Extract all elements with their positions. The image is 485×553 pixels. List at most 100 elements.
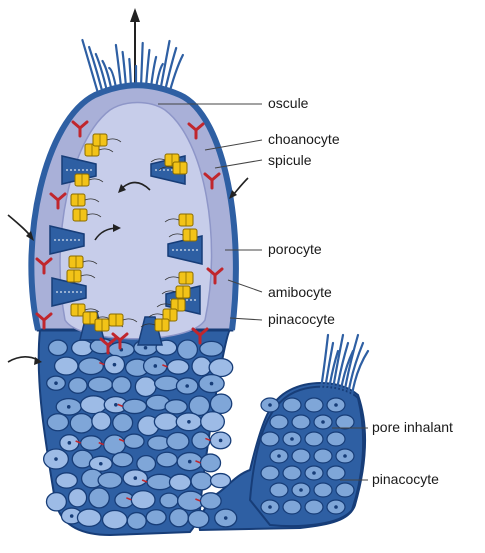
pinacocyte-cell [137,456,156,472]
label-choanocyte: choanocyte [268,131,340,147]
cell-nucleus [210,382,214,386]
pinacocyte-cell [211,474,231,488]
pinacocyte-cell [70,414,92,433]
pinacocyte-cell [131,491,155,509]
pinacocyte-cell [135,377,156,397]
pinacocyte-cell [69,488,87,506]
bud-cell [292,415,310,429]
bud-cell-nucleus [334,505,338,509]
pinacocyte-cell [46,493,66,511]
pinacocyte-cell [155,376,180,390]
cell-nucleus [68,441,72,445]
cell-nucleus [187,420,191,424]
bud-cell [283,466,301,480]
bud-cell-nucleus [312,471,316,475]
pinacocyte-cell [210,394,231,413]
cell-nucleus [54,457,58,461]
cell-nucleus [224,516,228,520]
pinacocyte-cell [154,413,178,431]
pinacocyte-cell [192,357,211,376]
cell-nucleus [185,384,189,388]
pinacocyte-cell [88,377,112,392]
pinacocyte-cell [92,412,111,430]
label-spicule: spicule [268,152,312,168]
bud-cell [336,483,354,497]
label-amibocyte: amibocyte [268,284,332,300]
bud-cell [270,483,288,497]
pinacocyte-cell [103,511,128,529]
pinacocyte-cell [169,474,190,490]
bud-cell-nucleus [334,403,338,407]
bud-cell [305,398,323,412]
bud-cell [314,483,332,497]
pinacocyte-cell [47,414,68,431]
cell-nucleus [99,462,103,466]
pinacocyte-cell [112,377,131,394]
label-pinacocyte-lower: pinacocyte [372,471,439,487]
pinacocyte-cell [124,434,144,448]
cell-nucleus [133,476,137,480]
pinacocyte-cell [56,473,77,488]
pinacocyte-cell [127,513,146,530]
label-pore-inhalant: pore inhalant [372,419,453,435]
pinacocyte-cell [188,510,209,527]
pinacocyte-cell [79,358,104,375]
bud-cell-nucleus [299,488,303,492]
bud-cell [305,500,323,514]
pinacocyte-cell [112,452,133,466]
bud-cell-nucleus [268,403,272,407]
pinacocyte-cell [123,399,147,413]
pinacocyte-cell [201,412,225,432]
bud-strand [352,351,368,395]
label-porocyte: porocyte [268,241,322,257]
pinacocyte-cell [146,510,166,525]
bud-cell-nucleus [277,454,281,458]
pinacocyte-cell [160,493,178,508]
cell-nucleus [113,363,117,367]
bud-cell [283,500,301,514]
pinacocyte-cell [167,433,189,450]
label-pinacocyte-upper: pinacocyte [268,311,335,327]
pinacocyte-cell [113,414,133,432]
pinacocyte-cell [178,340,198,359]
bud-cell-nucleus [290,437,294,441]
pinacocyte-cell [157,452,178,467]
cell-nucleus [144,346,148,350]
pinacocyte-cell [209,359,233,377]
pinacocyte-cell [81,436,102,451]
pinacocyte-cell [72,340,93,356]
pinacocyte-cell [170,509,189,527]
bud-cell-nucleus [321,420,325,424]
bud-cell [283,398,301,412]
cell-nucleus [67,405,71,409]
cell-nucleus [219,439,223,443]
bud-cell [292,449,310,463]
pinacocyte-cell [200,454,220,472]
bud-cell [327,466,345,480]
pinacocyte-cell [165,400,187,414]
bud-cell-nucleus [268,505,272,509]
bud-cell-nucleus [343,454,347,458]
bud-cell [270,415,288,429]
pinacocyte-cell [167,360,189,375]
pinacocyte-cell [192,432,210,449]
pinacocyte-cell [98,472,122,488]
pinacocyte-cell [69,378,87,394]
pinacocyte-cell [48,340,67,355]
pinacocyte-cell [200,493,221,509]
pinacocyte-cell [81,396,107,414]
pinacocyte-cell [147,474,172,489]
bud-cell [336,415,354,429]
pinacocyte-cell [191,472,212,490]
cell-nucleus [54,381,58,385]
bud-cell [305,432,323,446]
pinacocyte-cell [55,357,78,375]
pinacocyte-cell [77,509,101,526]
cell-nucleus [70,514,74,518]
pinacocyte-cell [200,341,223,356]
cell-nucleus [188,460,192,464]
label-oscule: oscule [268,95,308,111]
cell-nucleus [114,403,118,407]
